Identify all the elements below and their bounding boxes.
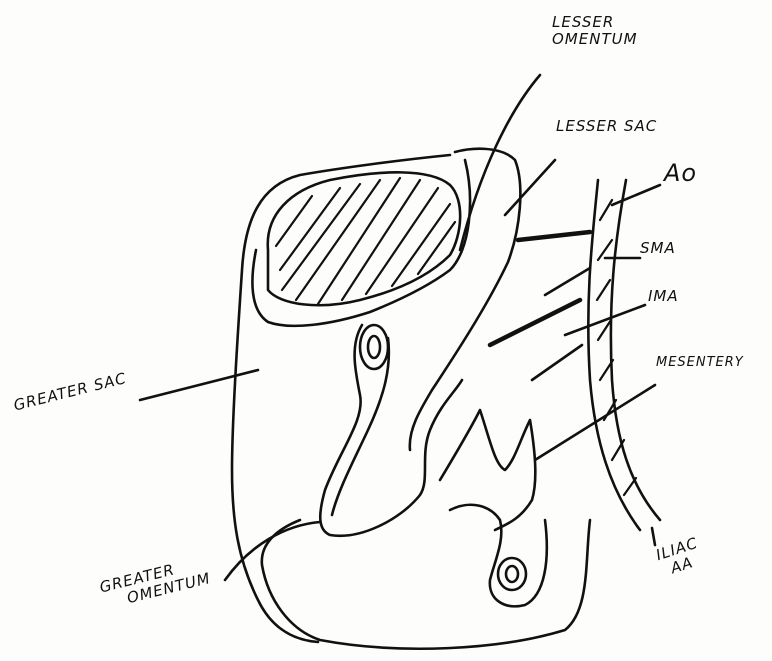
sma-branch-heavy <box>490 300 580 345</box>
ima-branch <box>532 345 582 380</box>
leader-iliac <box>652 528 655 545</box>
label-aorta: Ao <box>664 160 697 188</box>
liver-outline <box>268 172 460 305</box>
label-lesser-omentum: LESSER OMENTUM <box>552 14 638 49</box>
transverse-colon-fold <box>332 338 389 515</box>
label-lesser-omentum-line1: LESSER <box>552 14 638 31</box>
leader-lesser-sac <box>505 160 555 215</box>
leader-greater-sac <box>140 370 258 400</box>
celiac-trunk <box>518 232 590 240</box>
label-lesser-omentum-line2: OMENTUM <box>552 31 638 48</box>
stomach-lumen <box>368 336 380 358</box>
label-mesentery: MESENTERY <box>656 356 744 371</box>
leader-aorta <box>612 185 660 205</box>
small-bowel-loops <box>440 410 547 606</box>
stomach-ring <box>360 325 388 369</box>
sigmoid-colon-lumen <box>506 566 518 582</box>
sigmoid-colon-ring <box>498 558 526 590</box>
sma-branch <box>545 268 590 295</box>
label-sma: SMA <box>640 240 676 257</box>
label-lesser-sac: LESSER SAC <box>556 118 657 135</box>
label-ima: IMA <box>648 288 679 305</box>
leader-mesentery <box>535 385 655 460</box>
greater-omentum-fold <box>320 325 462 536</box>
leader-lesser-omentum <box>460 75 540 250</box>
aorta-wall-posterior <box>611 180 660 520</box>
peritoneal-cavity-outline <box>232 149 590 649</box>
